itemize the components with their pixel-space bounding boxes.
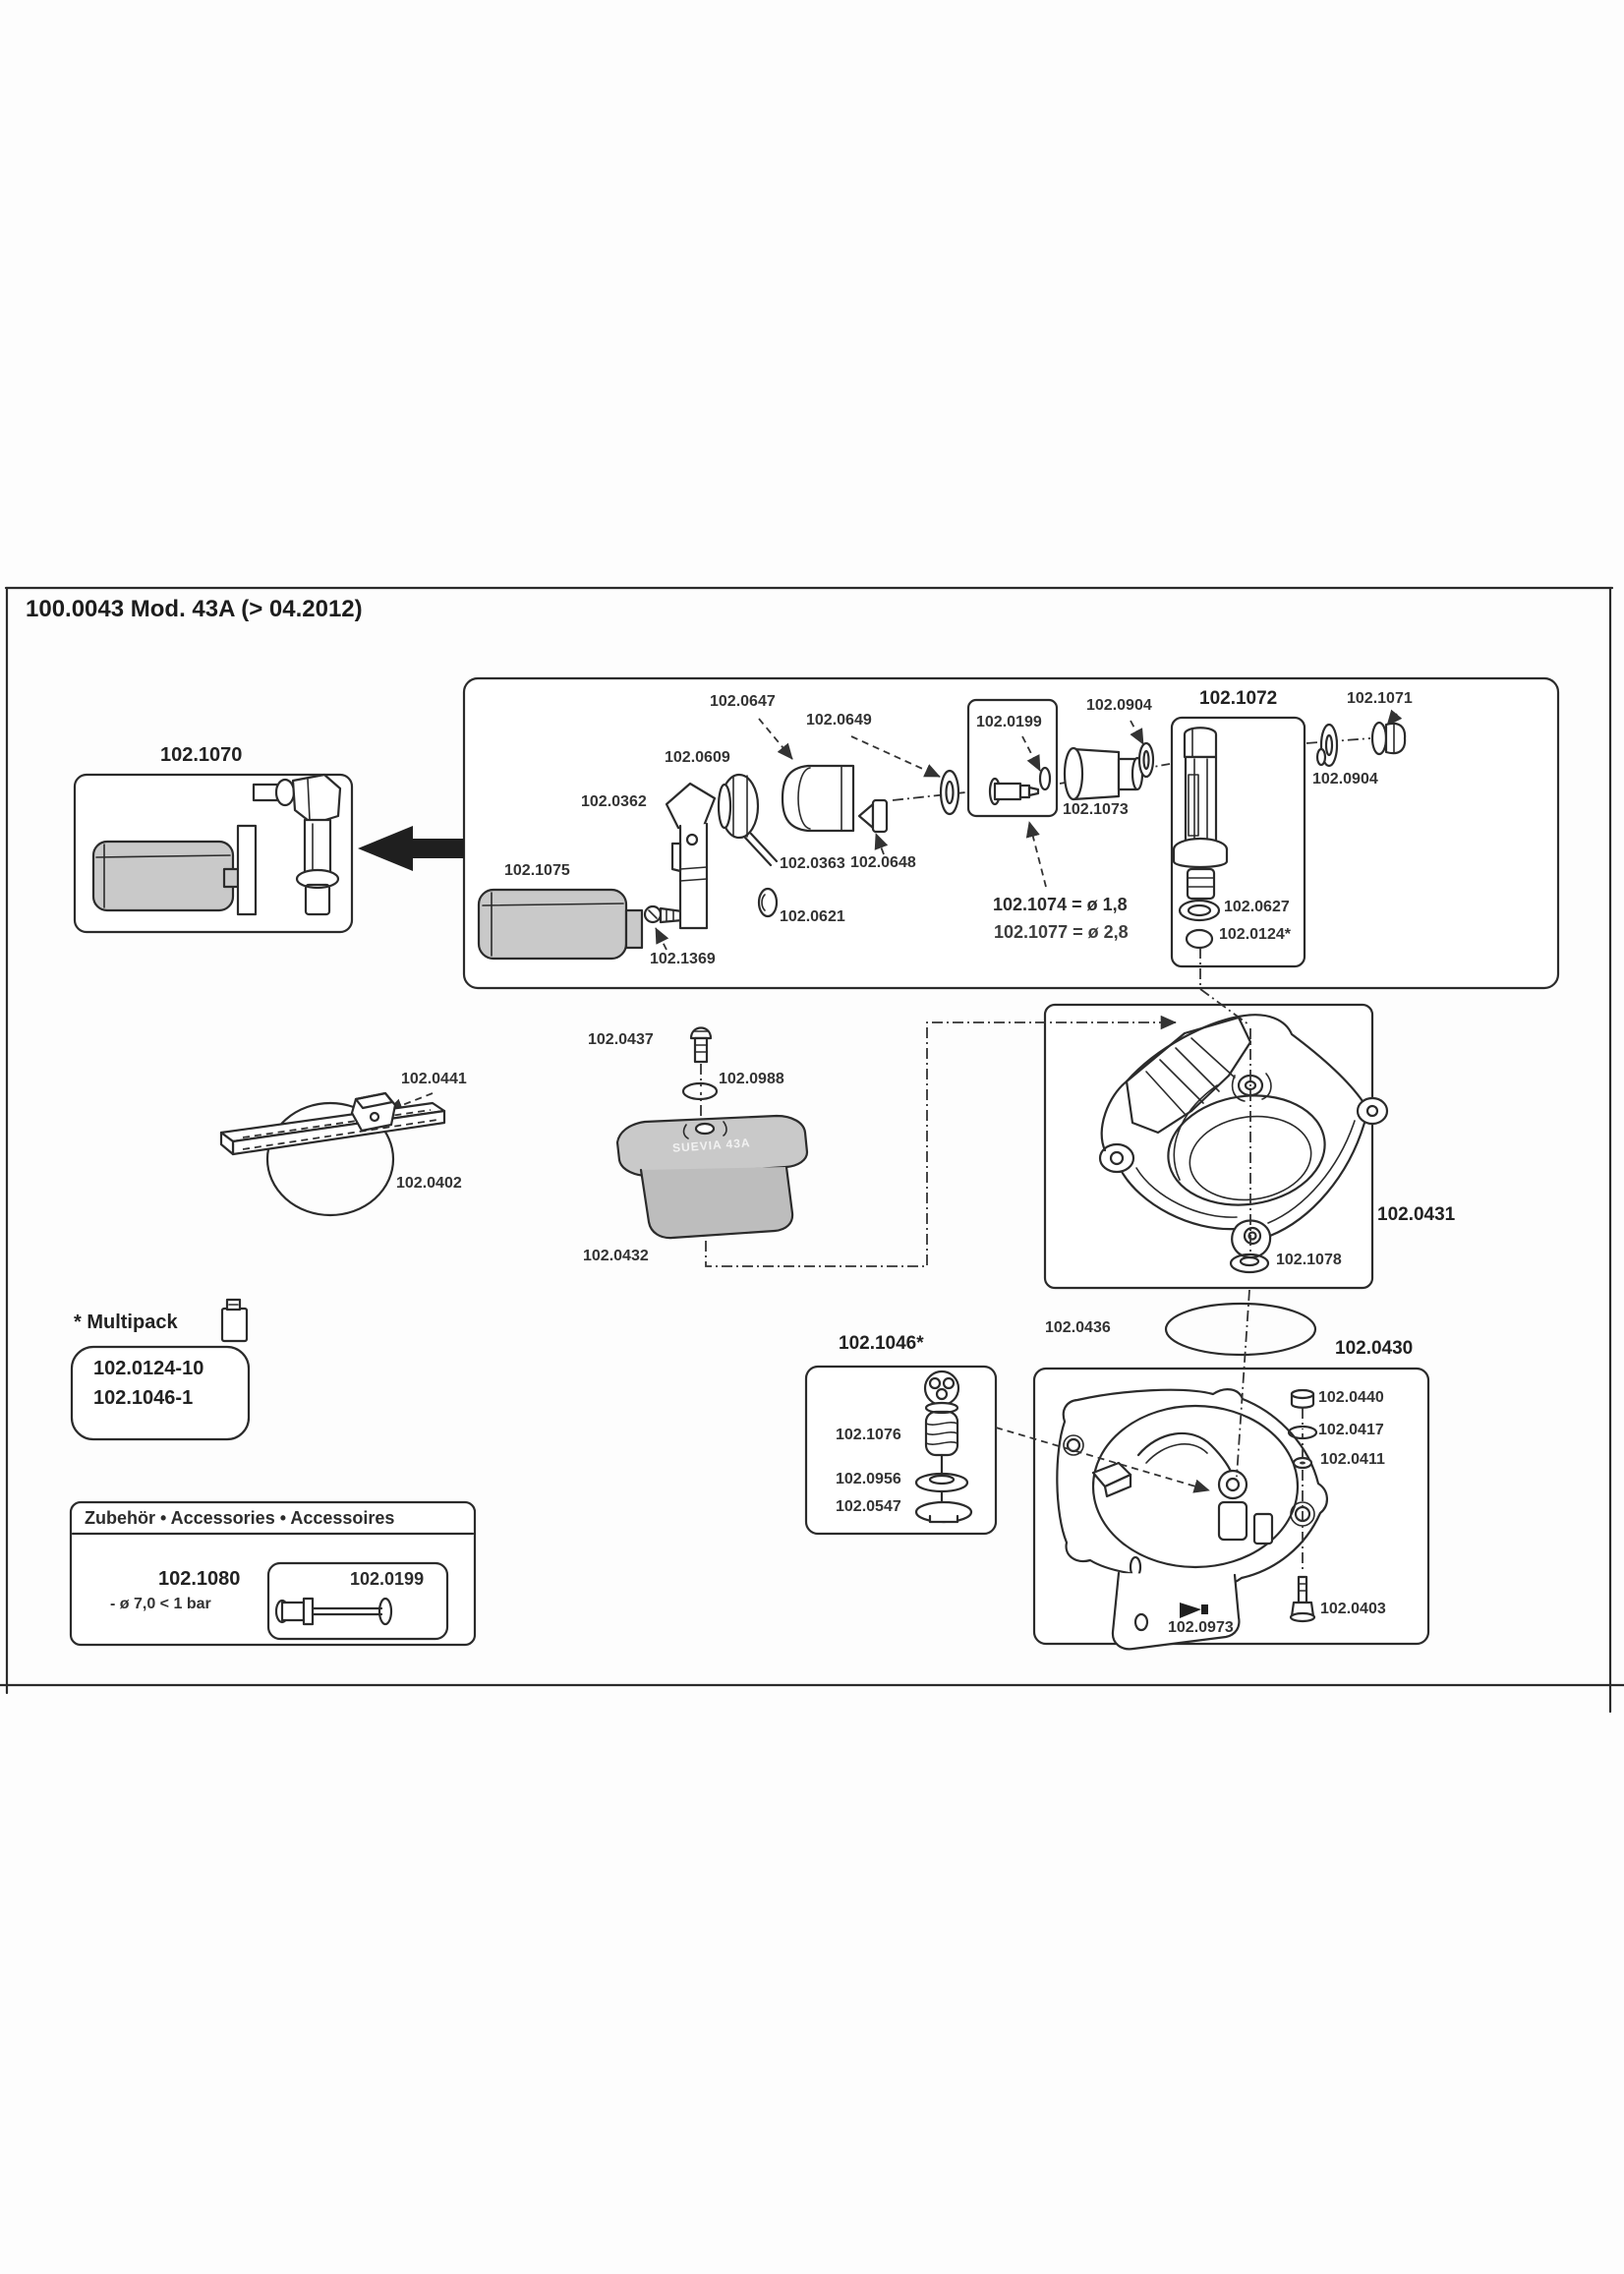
washer-1078-drawing [1229,1253,1270,1274]
page-title: 100.0043 Mod. 43A (> 04.2012) [26,596,363,622]
variant-label-102-1077: 102.1077 = ø 2,8 [994,922,1129,942]
part-label-102-0441: 102.0441 [401,1071,467,1087]
part-label-102-0417: 102.0417 [1318,1422,1384,1438]
valve-1072-drawing [1172,727,1229,950]
multipack-title: * Multipack [74,1312,178,1333]
part-label-102-0431: 102.0431 [1377,1204,1456,1225]
page-frame-lines [0,586,1624,1714]
knob-1071-drawing [1370,721,1407,756]
part-label-102-0904-left: 102.0904 [1086,697,1152,714]
nozzle-0648-drawing [857,798,889,834]
multipack-sachet-icon [220,1298,249,1343]
part-label-102-1046: 102.1046* [839,1333,924,1354]
part-label-102-0649: 102.0649 [806,712,872,729]
part-label-102-0199-accessory: 102.0199 [350,1569,425,1589]
oring-0621-drawing [757,887,779,918]
part-label-102-1072: 102.1072 [1199,688,1278,709]
part-label-102-1369: 102.1369 [650,951,716,967]
part-label-102-1075: 102.1075 [504,862,570,879]
spare-unit-drawing [91,773,342,916]
part-label-102-1073: 102.1073 [1063,801,1129,818]
pin-0363-drawing [743,832,779,867]
part-label-102-1076: 102.1076 [836,1427,901,1443]
part-label-102-0402: 102.0402 [396,1175,462,1192]
part-label-102-0437: 102.0437 [588,1031,654,1048]
accessory-spec-text: - ø 7,0 < 1 bar [110,1596,211,1612]
part-label-102-0440: 102.0440 [1318,1389,1384,1406]
part-label-102-0363: 102.0363 [780,855,845,872]
bolt-0403-drawing [1289,1575,1316,1623]
part-label-102-0609: 102.0609 [665,749,730,766]
part-label-102-1071: 102.1071 [1347,690,1413,707]
lid-screw-0437-drawing [689,1026,713,1064]
part-label-102-0403: 102.0403 [1320,1601,1386,1617]
part-label-102-0547: 102.0547 [836,1498,901,1515]
arrow-left-icon [358,826,464,871]
multipack-item-2: 102.1046-1 [93,1387,194,1409]
float-cylinder-1075-drawing [477,888,644,961]
part-label-102-0362: 102.0362 [581,793,647,810]
multipack-item-1: 102.0124-10 [93,1358,204,1379]
nozzle-pin-0199-drawing [988,766,1052,806]
oring-0436-drawing [1164,1302,1317,1357]
multipack-box-outline [70,1345,251,1441]
part-label-102-0432: 102.0432 [583,1248,649,1264]
lid-drawing [615,1114,809,1240]
pipe-clamp-drawing [219,1091,446,1217]
part-label-102-0973: 102.0973 [1168,1619,1234,1636]
part-label-102-0627: 102.0627 [1224,899,1290,915]
part-label-102-0904-right: 102.0904 [1312,771,1378,787]
variant-label-102-1074: 102.1074 = ø 1,8 [993,895,1128,914]
part-label-102-0956: 102.0956 [836,1471,901,1487]
base-drawing [1056,1388,1328,1651]
part-label-102-0621: 102.0621 [780,908,845,925]
cartridge-0647-drawing [781,764,855,833]
part-label-102-0430: 102.0430 [1335,1338,1414,1359]
part-label-102-1080: 102.1080 [158,1568,241,1590]
accessory-nozzle-drawing [274,1597,393,1626]
washer-0988-drawing [681,1081,719,1101]
seal-0904-left-drawing [1137,741,1155,779]
washer-0411-drawing [1292,1456,1313,1470]
part-label-102-0647: 102.0647 [710,693,776,710]
seal-0904-right-drawing [1315,723,1339,768]
part-label-102-0411: 102.0411 [1320,1451,1385,1468]
overlay-connector-lines [705,1015,1304,1573]
part-label-102-0436: 102.0436 [1045,1319,1111,1336]
part-label-102-1070: 102.1070 [160,744,243,766]
part-label-102-0988: 102.0988 [719,1071,784,1087]
washer-0417-drawing [1287,1425,1318,1440]
washer-0649-drawing [939,769,960,816]
screw-1369-drawing [643,904,684,924]
union-nut-0609-drawing [717,773,760,840]
cap-nut-0440-drawing [1290,1388,1315,1409]
part-label-102-1078: 102.1078 [1276,1252,1342,1268]
accessories-title: Zubehör • Accessories • Accessoires [85,1508,395,1528]
valve-kit-drawing [914,1370,973,1524]
adapter-nut-1073-drawing [1063,746,1144,801]
valve-body-0362-drawing [665,782,717,930]
part-label-102-0648: 102.0648 [850,854,916,871]
part-label-102-0124: 102.0124* [1219,926,1291,943]
part-label-102-0199: 102.0199 [976,714,1042,730]
